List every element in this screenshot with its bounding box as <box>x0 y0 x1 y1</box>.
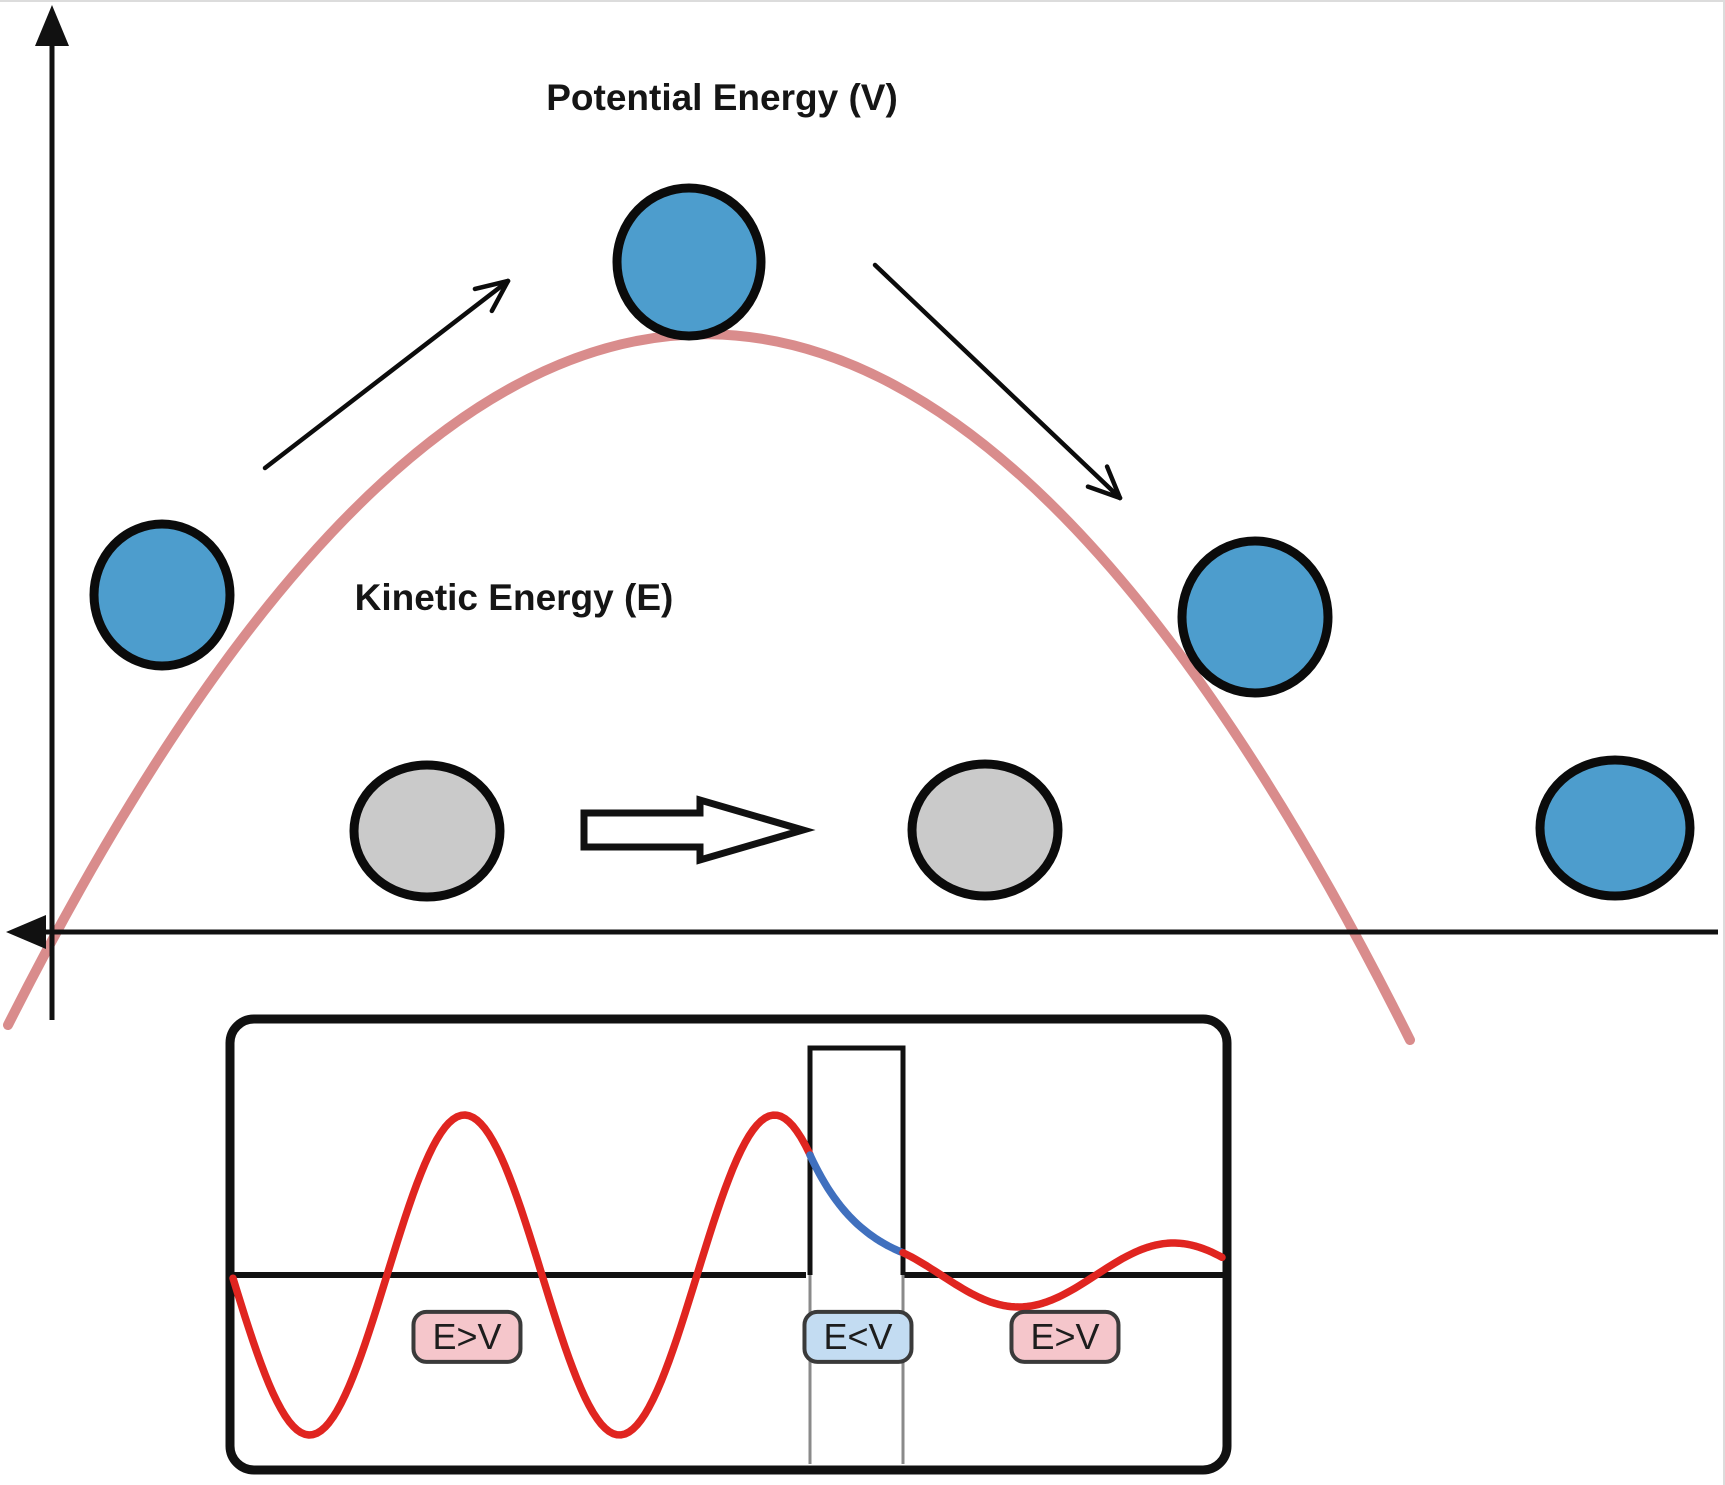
motion-arrow-icon <box>580 795 816 865</box>
ball-blue-far-right <box>1535 755 1695 901</box>
ball-blue-left <box>89 519 235 671</box>
inset-box <box>225 1014 1232 1475</box>
downhill-arrow-head-icon <box>1104 464 1123 501</box>
uphill-arrow-head-icon <box>472 278 511 292</box>
badge-e-greater-v-left: E>V <box>411 1309 523 1365</box>
badge-e-less-v: E<V <box>802 1309 914 1365</box>
uphill-arrow <box>262 278 511 471</box>
uphill-arrow-head-icon <box>489 278 511 314</box>
badge-e-greater-v-right: E>V <box>1009 1309 1121 1365</box>
barrier <box>807 1045 906 1275</box>
downhill-arrow-head-icon <box>1085 484 1123 501</box>
ball-blue-right <box>1177 536 1333 698</box>
ball-gray-right <box>907 759 1063 901</box>
wave-incident <box>229 1111 814 1439</box>
potential-energy-label: Potential Energy (V) <box>546 77 898 118</box>
y-axis-arrowhead-icon <box>35 5 69 46</box>
ball-gray-left <box>349 760 505 902</box>
downhill-arrow <box>872 262 1123 501</box>
wave-decay-in-barrier <box>806 1151 907 1257</box>
kinetic-energy-label: Kinetic Energy (E) <box>354 577 674 618</box>
x-axis-arrowhead-icon <box>6 915 46 949</box>
wave-transmitted <box>899 1239 1226 1311</box>
ball-blue-top <box>612 183 766 341</box>
